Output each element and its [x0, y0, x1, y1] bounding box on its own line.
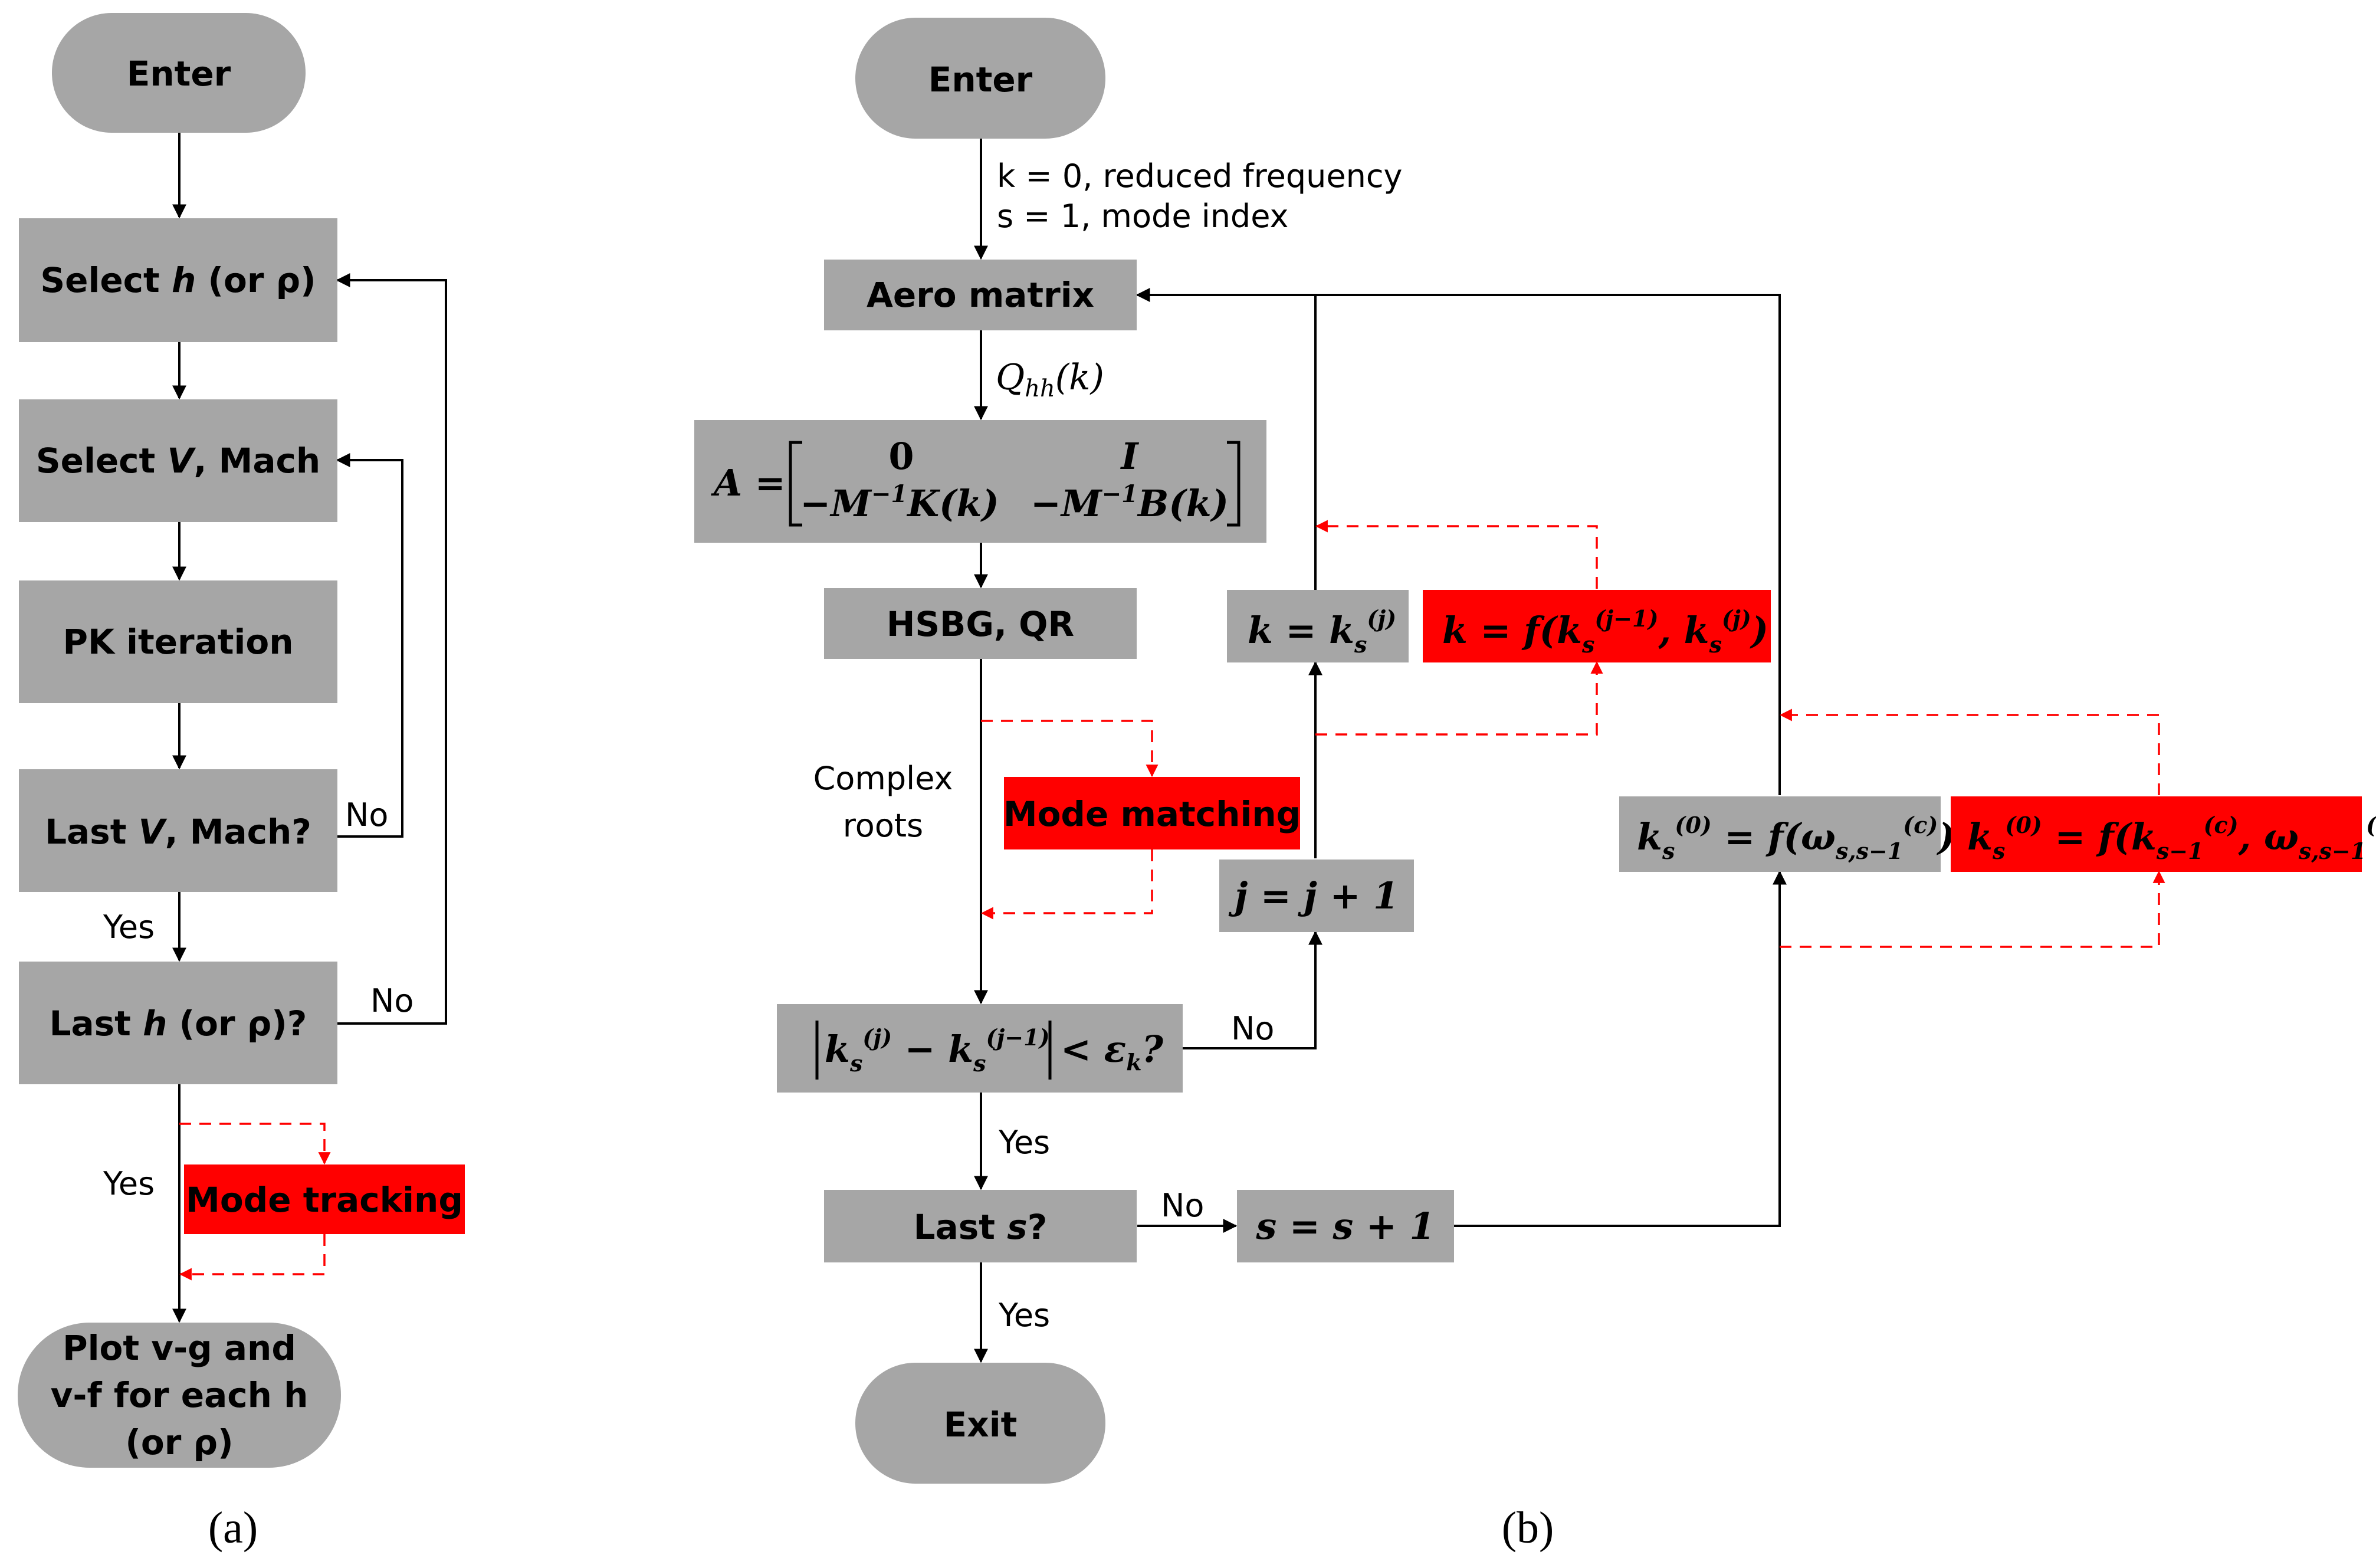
j-increment-label: j = j + 1	[1228, 874, 1399, 917]
pk-iteration-label: PK iteration	[63, 622, 293, 662]
red-arrow-from-mode-matching	[980, 849, 1153, 920]
j-increment-box	[1219, 860, 1414, 932]
mode-tracking-label: Mode tracking	[186, 1180, 463, 1220]
enter-terminal	[52, 13, 306, 133]
convergence-box	[777, 1004, 1183, 1093]
select-h-box	[19, 218, 337, 342]
panel-b: Enter k = 0, reduced frequency s = 1, mo…	[694, 18, 2376, 1553]
matrix-cell-i: I	[1120, 435, 1139, 478]
plot-label-line3: (or ρ)	[125, 1422, 233, 1462]
label-yes-last-h: Yes	[103, 1165, 155, 1202]
label-no-last-h: No	[370, 982, 413, 1019]
enter-terminal-b	[855, 18, 1105, 139]
convergence-equation: ks(j) − ks(j−1) < εk?	[815, 1021, 1164, 1080]
last-h-label: Last h (or ρ)?	[50, 1003, 307, 1044]
panel-b-connectors	[974, 139, 2165, 1363]
select-v-box	[19, 399, 337, 522]
s-increment-label: s = s + 1	[1255, 1205, 1435, 1248]
complex-roots-line1: Complex	[813, 760, 953, 797]
red-arrow-to-mode-tracking	[179, 1123, 331, 1165]
mode-matching-box	[1004, 777, 1300, 849]
ks0-box	[1619, 796, 1941, 872]
matrix-cell-0: 0	[888, 435, 914, 478]
line-ks0-to-aero	[1315, 294, 1781, 795]
matrix-left-bracket	[789, 441, 802, 527]
select-h-label: Select h (or ρ)	[40, 260, 316, 300]
exit-terminal	[855, 1363, 1105, 1484]
last-h-box	[19, 962, 337, 1084]
enter-label: Enter	[127, 54, 231, 94]
plot-label-line2: v-f for each h	[51, 1375, 309, 1415]
red-arrow-k-red-to-aero-line	[1315, 520, 1598, 589]
red-arrow-to-k-red	[1315, 661, 1603, 736]
last-v-label: Last V, Mach?	[45, 812, 311, 852]
matrix-right-bracket	[1227, 441, 1240, 527]
k-update-red-box	[1423, 590, 1771, 662]
caption-a: (a)	[208, 1503, 258, 1553]
a-matrix-lhs: A =	[711, 461, 786, 504]
arrow-no-to-j-increment	[1183, 930, 1322, 1049]
label-no-convergence: No	[1231, 1010, 1274, 1047]
mode-matching-label: Mode matching	[1003, 794, 1301, 834]
label-no-last-s: No	[1161, 1187, 1204, 1224]
caption-b: (b)	[1502, 1503, 1554, 1553]
last-s-box	[824, 1190, 1137, 1262]
loop-no-to-select-h	[336, 273, 447, 1025]
complex-roots-line2: roots	[843, 807, 923, 844]
mode-tracking-box	[184, 1164, 465, 1234]
panel-a: Enter Select h (or ρ) Select V, Mach PK …	[18, 13, 465, 1553]
label-yes-convergence: Yes	[998, 1124, 1050, 1161]
select-v-label: Select V, Mach	[36, 441, 320, 481]
qhh-label: Qhh(k)	[996, 357, 1104, 402]
last-v-box	[19, 769, 337, 892]
s-increment-box	[1237, 1190, 1454, 1262]
init-s-label: s = 1, mode index	[997, 198, 1288, 235]
ks0-red-box	[1951, 796, 2362, 872]
red-arrow-from-mode-tracking	[179, 1234, 326, 1281]
exit-label: Exit	[944, 1405, 1018, 1445]
aero-matrix-box	[824, 260, 1137, 330]
label-yes-last-v: Yes	[103, 908, 155, 946]
arrow-s-increment-to-ks0	[1454, 870, 1787, 1227]
pk-iteration-box	[19, 580, 337, 703]
panel-a-connectors	[172, 133, 447, 1323]
init-k-label: k = 0, reduced frequency	[997, 158, 1402, 195]
k-update-box	[1227, 590, 1409, 662]
label-no-last-v: No	[345, 796, 388, 834]
loop-no-to-select-v	[336, 453, 403, 838]
plot-terminal	[18, 1323, 341, 1468]
hsbg-qr-label: HSBG, QR	[887, 604, 1074, 644]
aero-matrix-label: Aero matrix	[867, 275, 1094, 315]
enter-label-b: Enter	[928, 60, 1033, 100]
plot-label-line1: Plot v-g and	[63, 1328, 296, 1368]
last-s-label: Last s?	[914, 1207, 1048, 1247]
red-arrow-to-mode-matching	[981, 720, 1159, 778]
convergence-lhs: ks(j) − ks(j−1)	[825, 1024, 1050, 1077]
hsbg-qr-box	[824, 588, 1137, 659]
label-yes-last-s: Yes	[998, 1297, 1050, 1334]
red-arrow-ks0-red-to-aero-line	[1779, 708, 2160, 795]
red-arrow-to-ks0-red	[1780, 870, 2165, 948]
convergence-rhs: < εk?	[1061, 1028, 1164, 1075]
